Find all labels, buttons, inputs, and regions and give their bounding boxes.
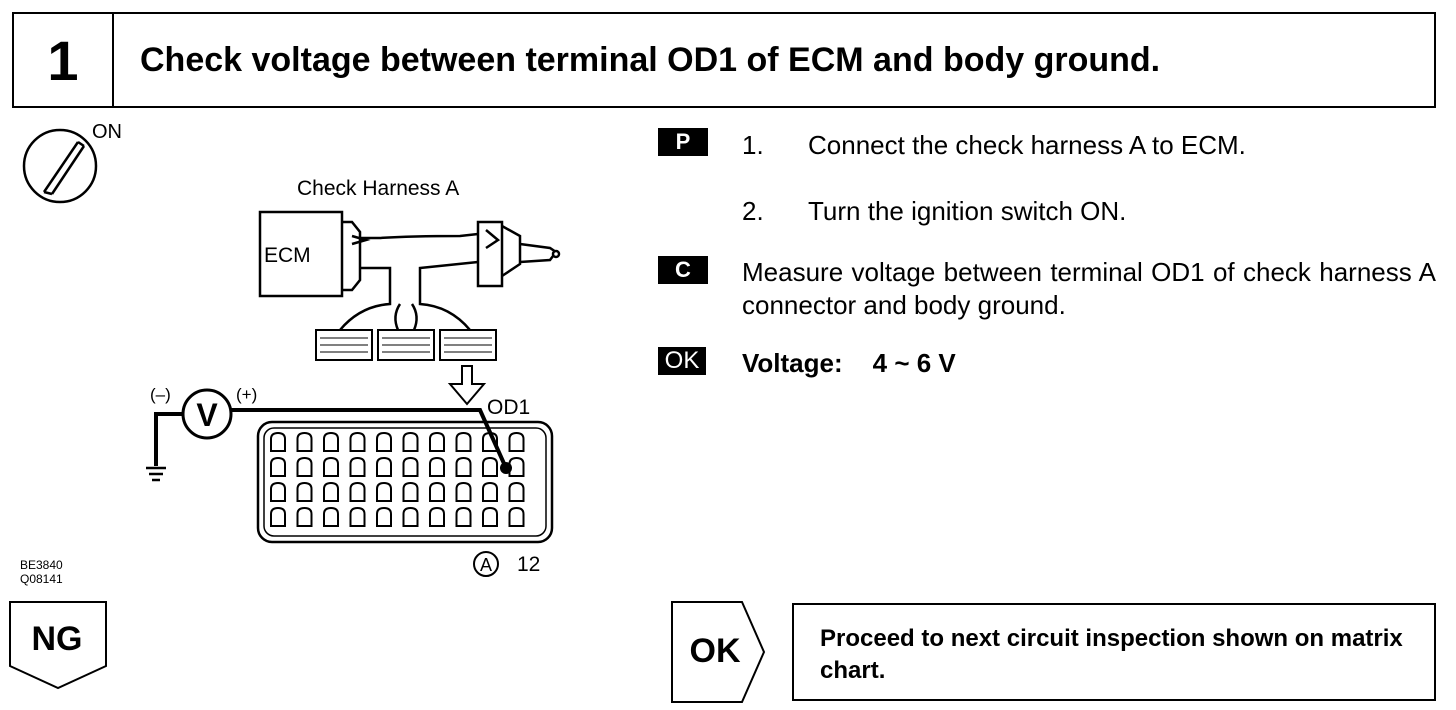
connector-pin bbox=[296, 431, 313, 452]
check-tag: C bbox=[658, 256, 708, 284]
connector-pin bbox=[376, 431, 392, 452]
step-1-text: Connect the check harness A to ECM. bbox=[808, 130, 1246, 160]
connector-pin bbox=[349, 456, 366, 477]
ecm-plug bbox=[342, 220, 479, 292]
connector-pin bbox=[429, 456, 445, 477]
prep-tag: P bbox=[658, 128, 708, 156]
connector-pin bbox=[376, 506, 392, 527]
ignition-state-label: ON bbox=[92, 121, 122, 143]
connector-pin bbox=[402, 506, 419, 527]
voltmeter-symbol: V bbox=[196, 397, 218, 433]
connector-pin bbox=[402, 481, 419, 502]
connector-pin bbox=[482, 481, 498, 502]
harness-label: Check Harness A bbox=[297, 177, 459, 200]
connector-pin bbox=[323, 506, 339, 527]
ng-label: NG bbox=[31, 620, 83, 658]
connector-pin bbox=[323, 481, 339, 502]
voltage-value: 4 ~ 6 V bbox=[872, 348, 956, 378]
connector-pin bbox=[296, 456, 313, 477]
ng-badge bbox=[9, 601, 107, 690]
figure-id-1: BE3840 bbox=[20, 558, 63, 572]
connector-pin bbox=[508, 431, 525, 452]
sub-connectors bbox=[315, 329, 497, 361]
connector-pin bbox=[323, 431, 339, 452]
connector-pin bbox=[402, 431, 419, 452]
ground-icon bbox=[146, 466, 166, 482]
connector-pin bbox=[482, 506, 498, 527]
ignition-switch-icon bbox=[22, 128, 98, 204]
wiring-diagram: ON Check Harness A ECM OD1 bbox=[22, 121, 561, 577]
connector-pin bbox=[508, 456, 525, 477]
connector-pin bbox=[455, 506, 472, 527]
connector-pin bbox=[270, 506, 286, 527]
connector-pin bbox=[270, 456, 286, 477]
connector-pins bbox=[270, 431, 525, 527]
connector-pin bbox=[349, 481, 366, 502]
harness-connector bbox=[476, 220, 561, 288]
minus-label: (–) bbox=[150, 385, 171, 404]
step-title: Check voltage between terminal OD1 of EC… bbox=[140, 40, 1161, 79]
step-number: 1 bbox=[14, 14, 114, 106]
connector-pin bbox=[402, 456, 419, 477]
harness-branches bbox=[339, 292, 471, 331]
connector-number: 12 bbox=[517, 553, 540, 576]
connector-pin bbox=[429, 431, 445, 452]
connector-pin bbox=[376, 481, 392, 502]
connector-pin bbox=[270, 481, 286, 502]
connector-letter: A bbox=[480, 555, 492, 575]
ecm-label: ECM bbox=[264, 244, 311, 267]
connector-pin bbox=[270, 431, 286, 452]
step-2-number: 2. bbox=[742, 196, 764, 226]
connector-pin bbox=[429, 481, 445, 502]
voltage-label: Voltage: bbox=[742, 348, 843, 378]
down-arrow-icon bbox=[447, 365, 487, 406]
voltage-spec: Voltage: 4 ~ 6 V bbox=[742, 348, 956, 379]
connector-pin bbox=[455, 456, 472, 477]
step-1-number: 1. bbox=[742, 130, 764, 160]
od1-probe-point bbox=[500, 462, 512, 474]
ecm-box bbox=[258, 210, 344, 298]
connector-pin bbox=[323, 456, 339, 477]
connector-pin bbox=[429, 506, 445, 527]
connector-pin bbox=[482, 431, 498, 452]
connector-pin bbox=[349, 506, 366, 527]
connector-pin bbox=[349, 431, 366, 452]
connector-pin bbox=[296, 481, 313, 502]
ok-action-text: Proceed to next circuit inspection shown… bbox=[820, 625, 1403, 684]
plus-label: (+) bbox=[236, 385, 257, 404]
ok-label: OK bbox=[689, 632, 741, 670]
check-text: Measure voltage between terminal OD1 of … bbox=[742, 257, 1436, 320]
connector-pin bbox=[482, 456, 498, 477]
connector-pin bbox=[455, 481, 472, 502]
connector-a12 bbox=[256, 420, 554, 544]
connector-pin bbox=[508, 481, 525, 502]
step-header: 1 Check voltage between terminal OD1 of … bbox=[12, 12, 1436, 108]
ok-tag: OK bbox=[658, 347, 706, 375]
figure-id-2: Q08141 bbox=[20, 572, 63, 586]
ok-badge bbox=[671, 601, 766, 703]
terminal-label: OD1 bbox=[487, 396, 530, 419]
connector-pin bbox=[508, 506, 525, 527]
connector-pin bbox=[455, 431, 472, 452]
connector-pin bbox=[376, 456, 392, 477]
step-2-text: Turn the ignition switch ON. bbox=[808, 196, 1127, 226]
ok-action-box: Proceed to next circuit inspection shown… bbox=[792, 603, 1436, 701]
connector-pin bbox=[296, 506, 313, 527]
